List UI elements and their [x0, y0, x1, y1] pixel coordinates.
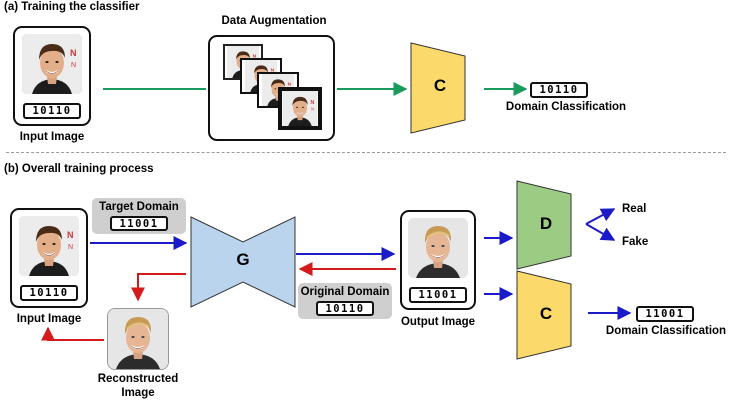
arrow-generator-to-reconstructed [131, 273, 186, 302]
section-divider [6, 152, 726, 153]
section-b-title: (b) Overall training process [4, 163, 154, 175]
augmentation-box [208, 35, 335, 141]
target-domain-code: 11001 [110, 216, 168, 231]
target-domain-box: Target Domain 11001 [92, 198, 186, 234]
discriminator-label: D [539, 214, 553, 233]
b-input-image-label: Input Image [16, 313, 82, 325]
reconstructed-label-line1: Reconstructed [97, 373, 179, 385]
discriminator-shape [516, 180, 572, 270]
classifier-a-shape [410, 42, 466, 134]
arrow-reconstructed-line [47, 332, 104, 341]
section-a-arrows [103, 82, 528, 96]
classifier-a-domain-classification-label: Domain Classification [505, 101, 627, 113]
classifier-b-domain-classification-label: Domain Classification [605, 325, 727, 337]
generator-label: G [236, 250, 250, 269]
b-input-domain-code: 10110 [20, 285, 78, 301]
target-domain-label: Target Domain [99, 201, 179, 213]
original-domain-box: Original Domain 10110 [298, 283, 392, 319]
input-domain-code: 10110 [23, 103, 81, 119]
arrow-discriminator-to-fake [585, 223, 616, 241]
fake-label: Fake [622, 236, 649, 248]
section-a-title: (a) Training the classifier [4, 1, 140, 13]
classifier-b-label: C [539, 304, 553, 323]
section-b-arrows [41, 208, 632, 341]
original-domain-code: 10110 [316, 301, 374, 316]
input-image-label: Input Image [19, 131, 85, 143]
reconstructed-face-photo [107, 308, 169, 370]
classifier-a-label: C [433, 76, 447, 95]
augmented-sample-4 [278, 87, 322, 130]
output-image-label: Output Image [400, 316, 476, 328]
b-input-image-card: 10110 [10, 208, 88, 308]
classifier-b-output-code: 11001 [636, 306, 694, 322]
output-domain-code: 11001 [409, 287, 467, 303]
input-image-card: 10110 [13, 26, 91, 126]
original-domain-label: Original Domain [300, 286, 390, 298]
real-label: Real [622, 203, 647, 215]
classifier-a-output-code: 10110 [530, 82, 588, 98]
output-image-card: 11001 [400, 210, 476, 310]
augmentation-label: Data Augmentation [221, 15, 327, 27]
generator-shape [190, 216, 296, 308]
classifier-b-shape [516, 270, 572, 360]
arrow-discriminator-to-real [585, 208, 616, 225]
reconstructed-label-line2: Image [121, 387, 155, 399]
